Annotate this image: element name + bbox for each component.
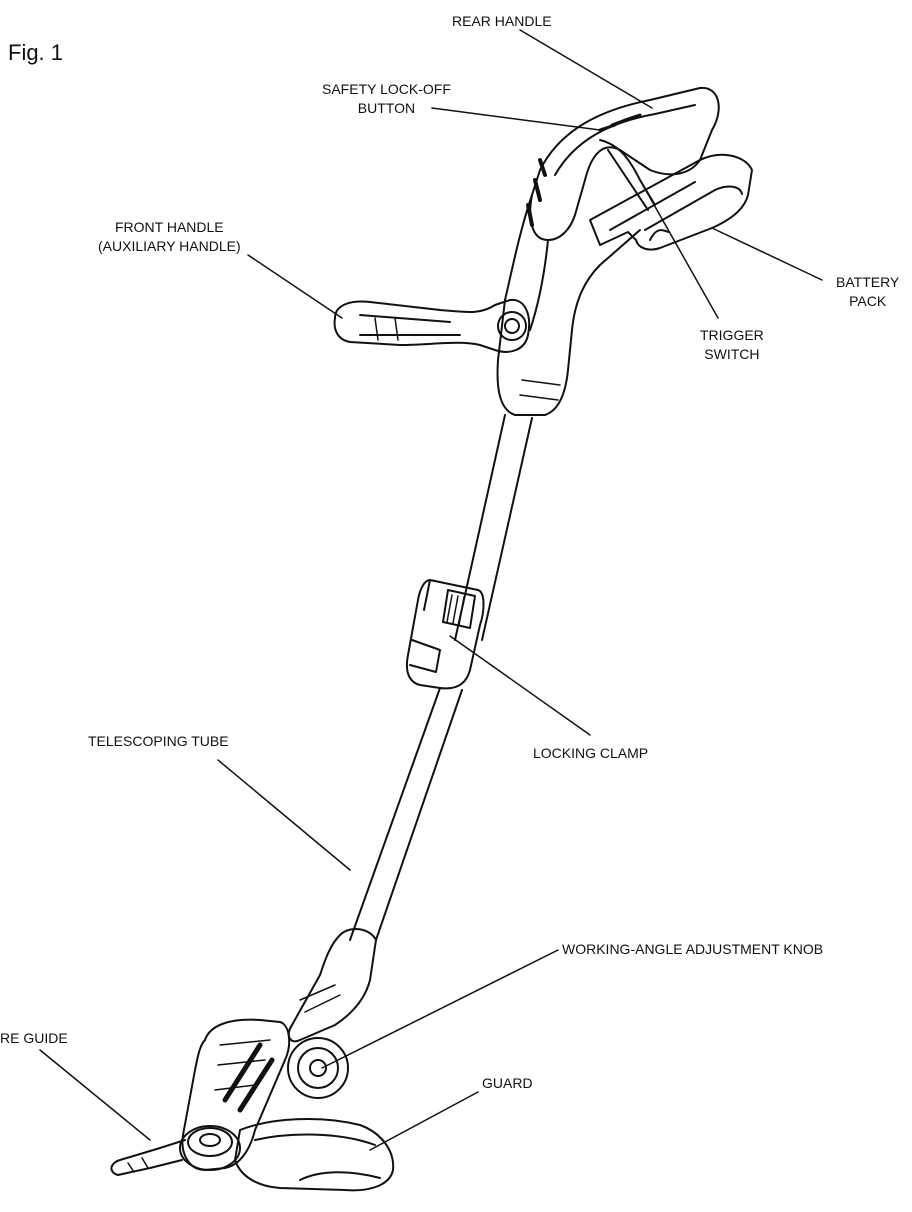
label-trigger-switch: TRIGGER SWITCH (700, 326, 764, 364)
label-wire-guide: RE GUIDE (0, 1029, 68, 1048)
working-angle-knob-shape (287, 1037, 349, 1099)
lower-tube-shape (349, 687, 463, 941)
leader-locking-clamp (449, 635, 591, 736)
wire-guide-text: RE GUIDE (0, 1030, 68, 1046)
guard-shape (234, 1117, 395, 1192)
trigger-switch-text-2: SWITCH (704, 346, 760, 362)
guard-text: GUARD (482, 1075, 533, 1091)
leader-working-angle-knob (321, 949, 559, 1069)
label-guard: GUARD (482, 1074, 533, 1093)
rear-handle-text: REAR HANDLE (452, 13, 552, 29)
motor-housing-shape (181, 928, 377, 1171)
spool-head-shape (179, 1125, 241, 1171)
upper-tube-shape (454, 414, 533, 641)
locking-clamp-text: LOCKING CLAMP (533, 745, 649, 761)
trigger-switch-text-1: TRIGGER (700, 327, 764, 343)
leader-telescoping-tube (217, 759, 351, 871)
front-handle-shape (333, 298, 530, 353)
upper-housing-shape (496, 158, 641, 416)
locking-clamp-shape (405, 579, 485, 690)
label-rear-handle: REAR HANDLE (452, 12, 552, 31)
label-battery-pack: BATTERY PACK (836, 273, 899, 311)
battery-pack-text-2: PACK (849, 293, 887, 309)
leader-battery-pack (711, 227, 823, 281)
leader-guard (369, 1091, 479, 1151)
leader-front-handle (247, 254, 343, 319)
telescoping-tube-text: TELESCOPING TUBE (88, 733, 229, 749)
safety-lock-text-1: SAFETY LOCK-OFF (322, 81, 451, 97)
label-telescoping-tube: TELESCOPING TUBE (88, 732, 229, 751)
leader-safety-lock (431, 107, 601, 131)
battery-pack-text-1: BATTERY (836, 274, 900, 290)
working-angle-knob-text: WORKING-ANGLE ADJUSTMENT KNOB (562, 941, 824, 957)
label-locking-clamp: LOCKING CLAMP (533, 744, 648, 763)
leader-wire-guide (39, 1049, 151, 1141)
leader-lines (39, 29, 823, 1151)
figure-title: Fig. 1 (8, 40, 64, 65)
wire-guide-shape (110, 1139, 186, 1176)
safety-lock-text-2: BUTTON (357, 100, 416, 116)
battery-pack-shape (589, 153, 753, 251)
label-working-angle-knob: WORKING-ANGLE ADJUSTMENT KNOB (562, 940, 823, 959)
label-safety-lock-off-button: SAFETY LOCK-OFF BUTTON (322, 80, 451, 118)
leader-rear-handle (519, 29, 653, 109)
leader-trigger-switch (639, 179, 719, 319)
front-handle-text-2: (AUXILIARY HANDLE) (98, 238, 241, 254)
label-front-handle: FRONT HANDLE (AUXILIARY HANDLE) (98, 218, 241, 256)
front-handle-text-1: FRONT HANDLE (114, 219, 224, 235)
rear-handle-shape (529, 86, 720, 241)
